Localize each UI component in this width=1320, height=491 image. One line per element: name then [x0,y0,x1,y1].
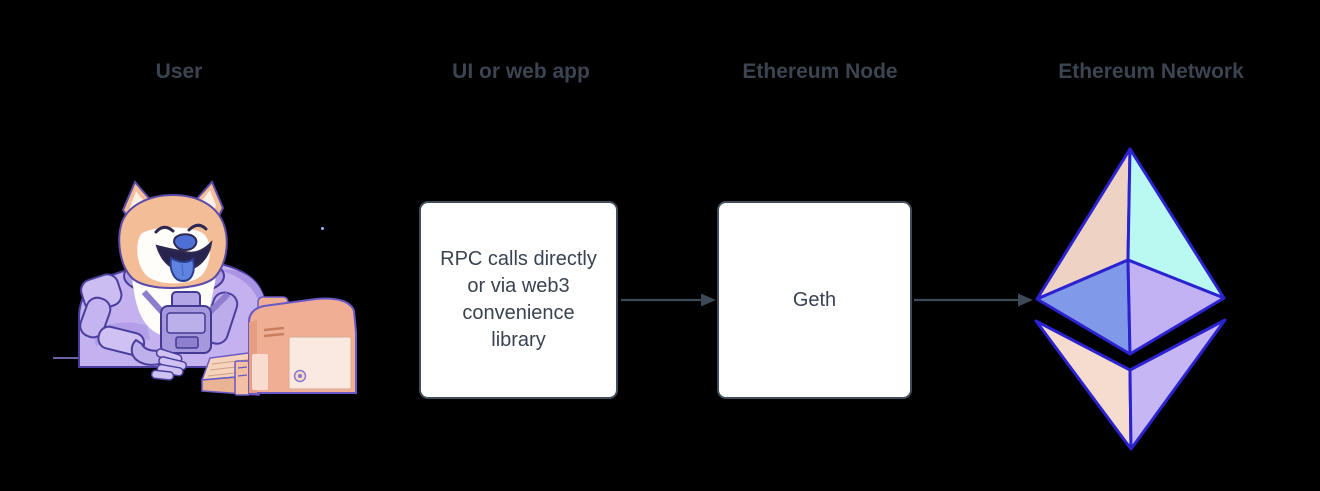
eth-face-lower-right [1128,318,1227,451]
column-header-network: Ethereum Network [1058,60,1244,83]
sparkle-dot [321,227,324,230]
arrow-geth-to-network [914,293,1033,307]
node-label-line: or via web3 [467,275,570,297]
robotic-hand [130,338,188,381]
arrow-webapp-to-geth [621,293,716,307]
doge-eye-left [154,225,175,234]
node-label-line: RPC calls directly [440,248,597,270]
eth-face-mid-right [1126,258,1226,356]
node-label-line: convenience [462,302,575,324]
column-header-node: Ethereum Node [742,60,898,83]
doge-eye-right [187,223,208,232]
column-header-user: User [155,60,203,83]
node-geth: Geth [717,201,912,399]
node-webapp: RPC calls directly or via web3 convenien… [419,201,618,399]
retro-computer [248,296,357,394]
ethereum-logo-icon [1034,147,1227,451]
doge-nose [173,233,198,252]
node-label-line: library [491,329,546,351]
node-label: Geth [792,288,837,311]
arrowhead-icon [701,293,716,307]
arrowhead-icon [1018,293,1033,307]
doge-astronaut-icon [53,180,357,396]
column-header-webapp: UI or web app [452,60,590,83]
chest-pack [160,291,212,354]
